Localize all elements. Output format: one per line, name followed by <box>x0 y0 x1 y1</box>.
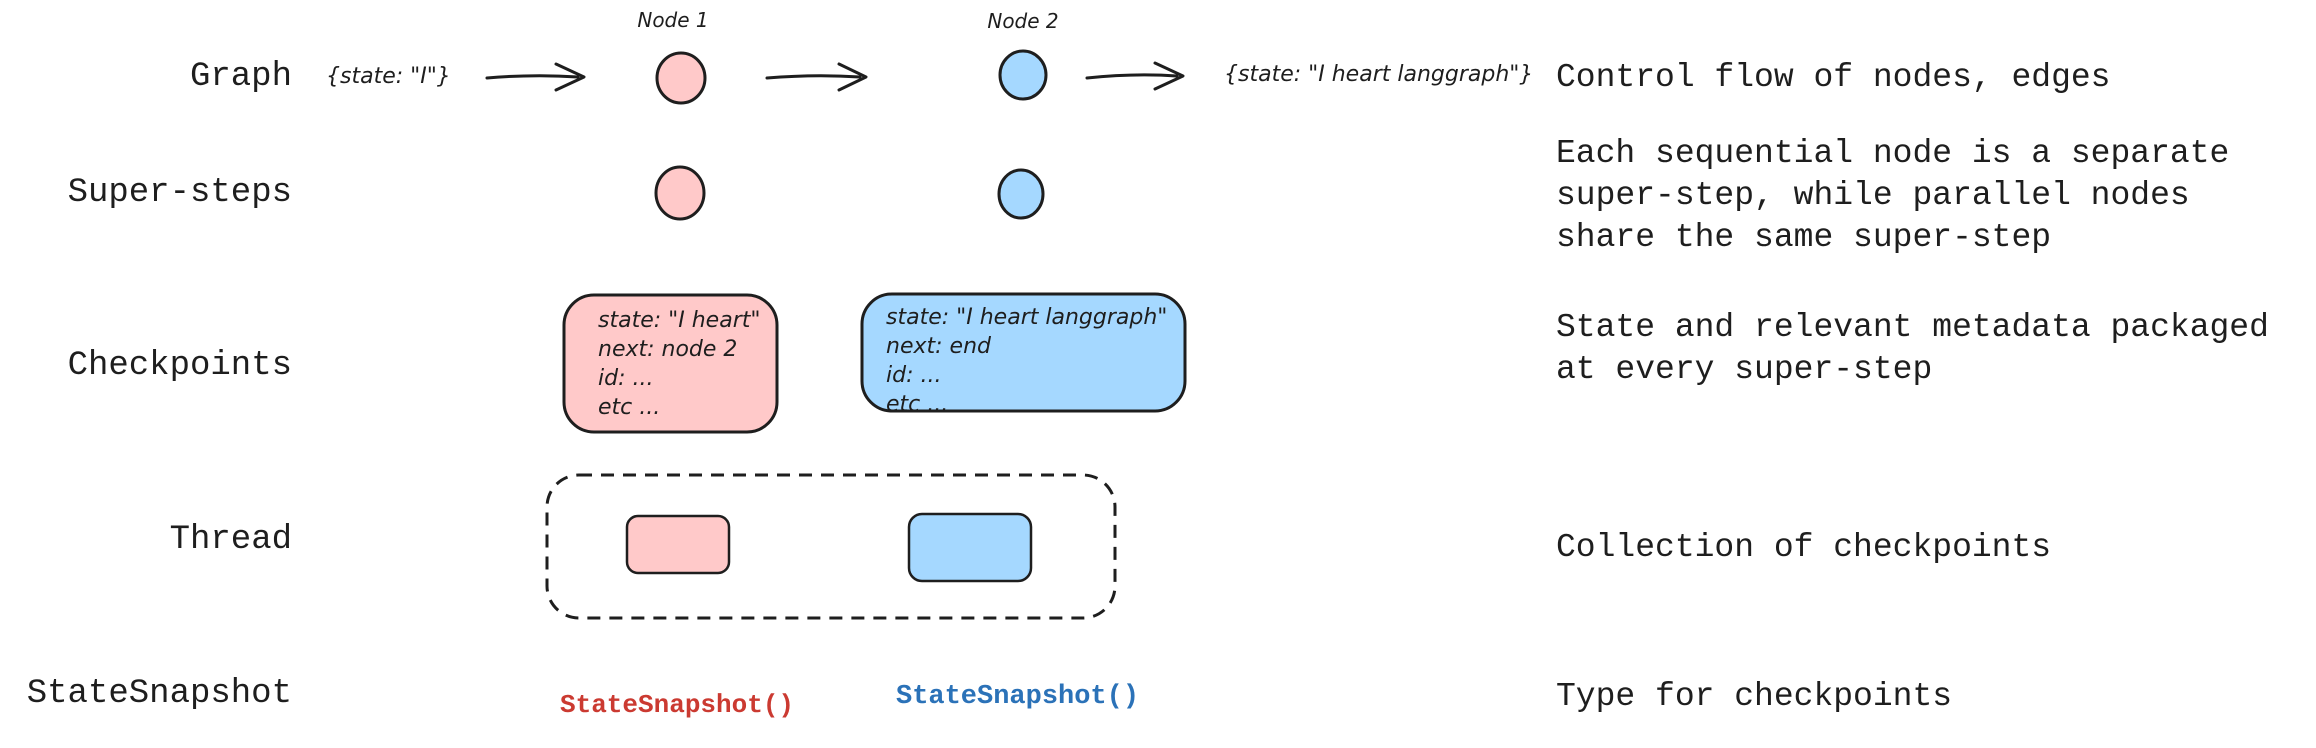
checkpoint1-box <box>562 293 779 434</box>
checkpoint2-line-id: id: ... <box>886 363 942 388</box>
row-label-graph: Graph <box>189 58 292 96</box>
description-thread: Collection of checkpoints <box>1556 529 2052 566</box>
description-super-steps: Each sequential node is a separate super… <box>1556 135 2230 256</box>
row-label-super-steps: Super-steps <box>67 174 292 212</box>
row-label-statesnapshot: StateSnapshot <box>26 675 292 713</box>
checkpoint2-line-state: state: "I heart langgraph" <box>886 305 1168 330</box>
checkpoint1-line-state: state: "I heart" <box>598 308 761 333</box>
description-checkpoints: State and relevant metadata packaged at … <box>1556 309 2269 388</box>
checkpoint1-line-etc: etc ... <box>598 395 661 420</box>
node2-label: Node 2 <box>987 9 1059 33</box>
checkpoint2-box <box>860 292 1187 413</box>
checkpoint2-line-etc: etc ... <box>886 392 949 417</box>
super-step1-circle <box>654 165 706 221</box>
graph-output-state-text: {state: "I heart langgraph"} <box>1224 62 1534 87</box>
description-graph: Control flow of nodes, edges <box>1556 59 2111 96</box>
thread-checkpoint1-box <box>625 514 731 575</box>
super-step2-circle <box>997 168 1045 220</box>
node1-label: Node 1 <box>637 8 709 32</box>
node2-circle <box>998 49 1048 101</box>
thread-dashed-box <box>545 473 1117 620</box>
arrow-node2-to-output <box>1085 61 1185 91</box>
description-statesnapshot: Type for checkpoints <box>1556 678 1953 715</box>
arrow-input-to-node1 <box>485 62 586 92</box>
arrow-node1-to-node2 <box>765 62 868 92</box>
thread-checkpoint2-box <box>907 512 1033 583</box>
row-label-thread: Thread <box>169 521 292 559</box>
statesnapshot-call-blue: StateSnapshot() <box>896 682 1140 712</box>
checkpoint2-line-next: next: end <box>886 334 991 359</box>
statesnapshot-call-red: StateSnapshot() <box>560 690 795 720</box>
graph-input-state-text: {state: "I"} <box>326 64 451 89</box>
checkpoint1-line-id: id: ... <box>598 366 654 391</box>
node1-circle <box>655 51 707 105</box>
row-label-checkpoints: Checkpoints <box>67 347 292 385</box>
checkpoint1-line-next: next: node 2 <box>598 337 738 362</box>
